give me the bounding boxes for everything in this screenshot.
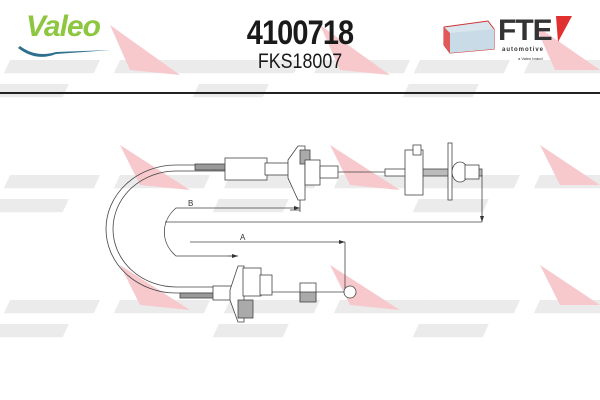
- dimension-label-b: B: [188, 199, 193, 208]
- upper-bracket: [404, 149, 424, 196]
- part-number: 4100718: [246, 14, 354, 52]
- fte-logo-text: FTE: [498, 14, 553, 47]
- product-box-icon: [443, 20, 495, 54]
- cable-end-ball: [343, 285, 357, 299]
- fte-subline: a Valeo brand: [518, 56, 543, 61]
- fte-tagline: automotive: [502, 47, 545, 53]
- fte-logo: FTE automotive a Valeo brand: [440, 14, 575, 74]
- reference-number: FKS18007: [257, 50, 343, 73]
- header-divider: [0, 92, 600, 94]
- cable-sheath-inner: [112, 170, 230, 288]
- dimension-label-a: A: [240, 233, 246, 242]
- cable-sheath-outer: [105, 164, 230, 294]
- dimension-guide: [163, 207, 300, 257]
- valeo-logo-text: Valeo: [26, 10, 101, 43]
- valeo-logo: Valeo: [16, 10, 116, 60]
- washer: [447, 142, 453, 201]
